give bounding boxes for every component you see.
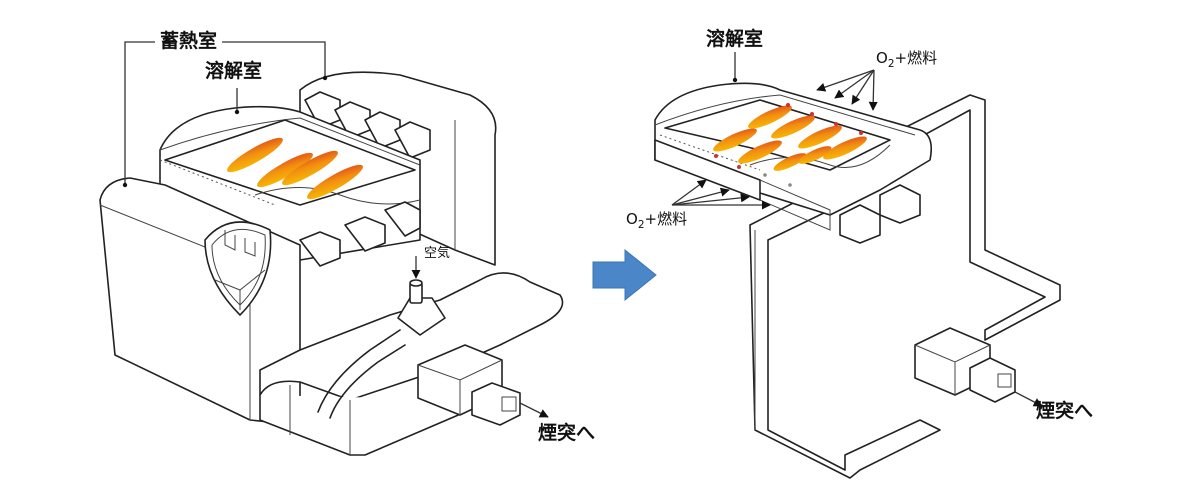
flame [257, 152, 313, 188]
flame [748, 105, 792, 129]
flame [738, 140, 782, 164]
leader-regenerator [124, 41, 326, 185]
label-melting-chamber-left: 溶解室 [205, 60, 263, 82]
flame [773, 153, 807, 171]
flame [713, 128, 757, 152]
flame [227, 137, 283, 173]
right-flames [713, 103, 867, 171]
label-to-chimney-right: 煙突へ [1036, 400, 1094, 422]
oxy-subscript: 2 [637, 219, 645, 231]
label-regenerator: 蓄熱室 [160, 30, 218, 52]
oxy-o: O [876, 49, 888, 67]
label-air: 空気 [424, 246, 451, 261]
right-flue-duct [749, 94, 1061, 479]
left-flue-duct [259, 272, 564, 456]
flame [798, 146, 832, 164]
label-oxy-fuel-left: O2+燃料 [626, 212, 687, 231]
flame [771, 115, 815, 139]
left-flames [227, 137, 363, 200]
left-furnace [99, 41, 564, 456]
chimney-arrow-left [519, 402, 549, 418]
right-furnace [654, 52, 1061, 479]
flame [307, 164, 363, 200]
label-to-chimney-left: 煙突へ [538, 422, 596, 444]
oxy-rest: +燃料 [644, 210, 688, 228]
oxy-fuel-arrows-left [671, 179, 771, 210]
flame [798, 125, 842, 149]
right-arrow-icon [592, 248, 657, 302]
label-oxy-fuel-top: O2+燃料 [876, 51, 937, 70]
oxy-o: O [626, 210, 638, 228]
chimney-arrow-right [1014, 391, 1043, 407]
label-melting-chamber-right: 溶解室 [706, 28, 764, 50]
oxy-subscript: 2 [887, 58, 895, 70]
flame [823, 136, 867, 160]
flame [282, 150, 338, 186]
oxy-rest: +燃料 [894, 49, 938, 67]
oxy-fuel-arrows-top [816, 69, 878, 111]
